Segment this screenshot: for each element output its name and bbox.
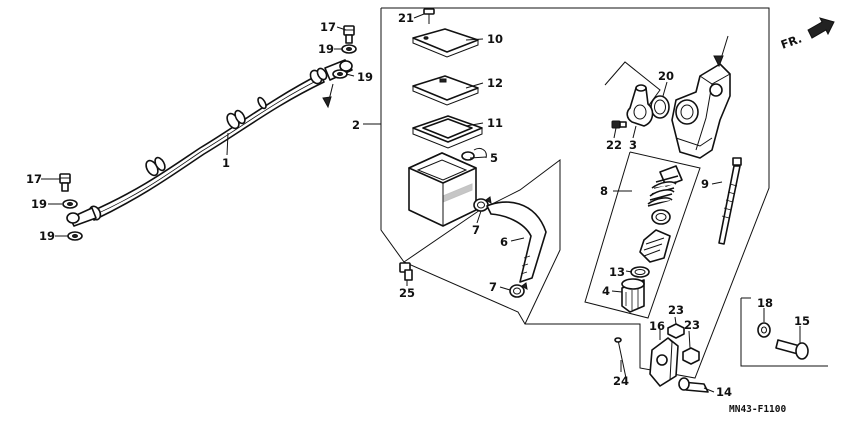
- callout-15: 15: [794, 314, 810, 328]
- joint-screw: [611, 120, 627, 129]
- cap-screw: [423, 8, 435, 24]
- mounting-bolt: [399, 262, 413, 281]
- pivot-bolt: [775, 339, 809, 360]
- reservoir-body: [408, 147, 487, 227]
- piston: [639, 229, 671, 263]
- front-direction-arrow: [807, 17, 835, 39]
- callout-23-upper: 23: [668, 303, 684, 317]
- callout-7-lower: 7: [489, 280, 497, 294]
- callout-7-upper: 7: [472, 223, 480, 237]
- callout-17-upper: 17: [320, 20, 336, 34]
- callout-8: 8: [600, 184, 608, 198]
- callout-4: 4: [602, 284, 610, 298]
- callout-19-lower-2: 19: [39, 229, 55, 243]
- callout-2: 2: [352, 118, 360, 132]
- callout-1: 1: [222, 156, 230, 170]
- callout-22: 22: [606, 138, 622, 152]
- callout-14: 14: [716, 385, 732, 399]
- master-cylinder-body: [671, 63, 731, 159]
- callout-5: 5: [490, 151, 498, 165]
- callout-25: 25: [399, 286, 415, 300]
- callout-18: 18: [757, 296, 773, 310]
- banjo-bolt-lower: [59, 173, 71, 192]
- callout-21: 21: [398, 11, 414, 25]
- lock-nut-2: [682, 347, 700, 365]
- callout-12: 12: [487, 76, 503, 90]
- assembly-outline: [380, 7, 770, 379]
- callout-6: 6: [500, 235, 508, 249]
- reservoir-hose: [486, 201, 547, 283]
- hose-clip-upper: [473, 198, 489, 212]
- callout-13: 13: [609, 265, 625, 279]
- callout-11: 11: [487, 116, 503, 130]
- lock-nut-1: [667, 323, 685, 339]
- callout-19-upper-2: 19: [357, 70, 373, 84]
- cotter-pin: [614, 337, 627, 379]
- callout-9: 9: [701, 177, 709, 191]
- o-ring: [650, 95, 670, 119]
- callout-10: 10: [487, 32, 503, 46]
- callout-19-lower-1: 19: [31, 197, 47, 211]
- rubber-boot: [621, 278, 645, 313]
- push-rod-joint: [649, 337, 679, 387]
- joint-pin: [678, 377, 709, 393]
- hose-clip-lower: [509, 284, 525, 298]
- washer: [757, 322, 771, 338]
- circlip: [630, 266, 650, 278]
- callout-3: 3: [629, 138, 637, 152]
- banjo-bolt-upper: [343, 25, 355, 44]
- leader-lines: [41, 13, 801, 393]
- callout-17-lower: 17: [26, 172, 42, 186]
- front-direction-label: FR.: [779, 31, 804, 51]
- brake-hose: [66, 59, 353, 227]
- piston-group-outline: [584, 151, 701, 319]
- callout-16: 16: [649, 319, 665, 333]
- callout-24: 24: [613, 374, 629, 388]
- hose-joint: [626, 84, 654, 127]
- push-rod: [718, 157, 742, 245]
- piston-spring: [647, 165, 683, 207]
- piston-cup: [651, 209, 671, 225]
- callout-20: 20: [658, 69, 674, 83]
- diagram-code: MN43-F1100: [729, 404, 786, 415]
- callout-19-upper-1: 19: [318, 42, 334, 56]
- bolt-group-outline: [740, 298, 828, 367]
- reservoir-group-outline: [403, 159, 561, 325]
- callout-23-lower: 23: [684, 318, 700, 332]
